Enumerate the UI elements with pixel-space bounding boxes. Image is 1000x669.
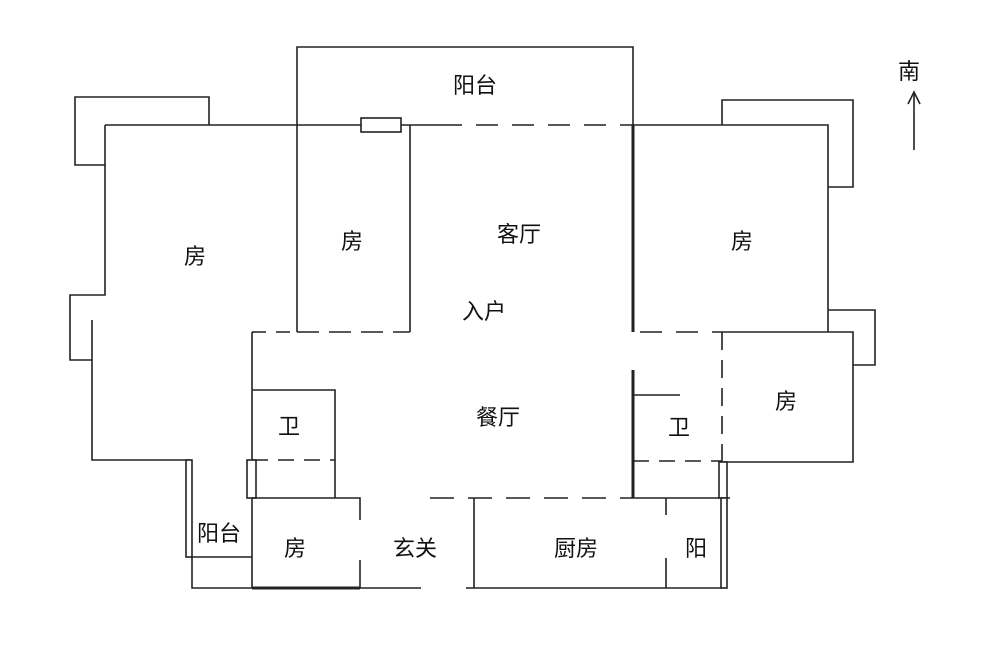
room-label-right-bedroom: 房 [731,230,754,255]
room-label-left-bath: 卫 [278,415,301,440]
room-label-right-bath: 卫 [668,416,691,441]
room-label-entry: 入户 [462,300,507,325]
room-label-left-bedroom: 房 [184,245,207,270]
room-label-foyer: 玄关 [393,537,438,562]
compass-label: 南 [898,60,921,85]
room-label-right-lower-bedroom: 房 [775,390,798,415]
room-label-dining-room: 餐厅 [476,406,521,431]
room-label-lower-bedroom: 房 [284,537,307,562]
room-label-kitchen: 厨房 [554,537,599,562]
room-label-kitchen-balcony: 阳 [685,537,708,562]
room-label-top-balcony: 阳台 [453,74,498,99]
room-label-living-room: 客厅 [497,223,542,248]
room-label-small-bedroom: 房 [341,230,364,255]
room-label-left-balcony: 阳台 [197,522,242,547]
